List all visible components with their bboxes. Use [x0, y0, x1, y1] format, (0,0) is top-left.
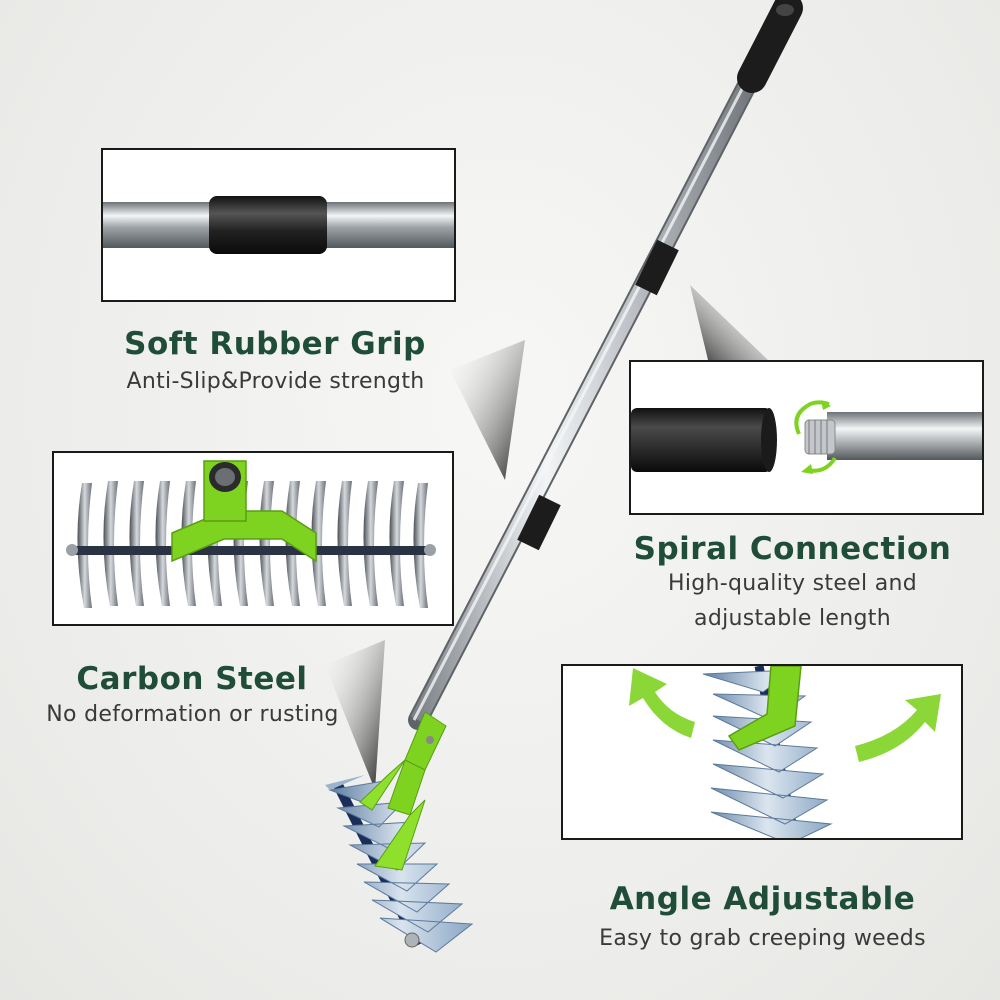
grip-feature-subtitle: Anti-Slip&Provide strength	[126, 369, 425, 394]
angle-detail-image	[629, 666, 941, 838]
carbon-pointer	[325, 640, 385, 790]
carbon-steel-detail-panel	[52, 451, 454, 626]
spiral-feature-title: Spiral Connection	[633, 531, 952, 567]
angle-adjustable-detail-panel	[561, 664, 963, 840]
rake-handle	[408, 0, 803, 730]
angle-feature-title: Angle Adjustable	[609, 881, 916, 917]
green-arrow-left-icon	[629, 668, 695, 738]
tines-detail-image	[66, 460, 436, 608]
grip-feature-title: Soft Rubber Grip	[124, 326, 426, 362]
spiral-connection-detail-panel	[629, 360, 984, 515]
green-arrow-right-icon	[855, 694, 941, 762]
grip-pointer	[450, 340, 525, 480]
carbon-feature-subtitle: No deformation or rusting	[46, 702, 339, 727]
grip-detail-image	[103, 196, 454, 254]
spiral-feature-subtitle-line2: adjustable length	[694, 606, 891, 631]
spiral-detail-image	[631, 400, 982, 474]
angle-feature-subtitle: Easy to grab creeping weeds	[599, 926, 926, 951]
carbon-feature-title: Carbon Steel	[76, 661, 308, 697]
spiral-feature-subtitle-line1: High-quality steel and	[667, 571, 917, 596]
grip-detail-panel	[101, 148, 456, 302]
green-rotation-arrows-icon	[794, 400, 837, 474]
spiral-pointer	[690, 285, 768, 360]
rake-head	[325, 711, 474, 953]
